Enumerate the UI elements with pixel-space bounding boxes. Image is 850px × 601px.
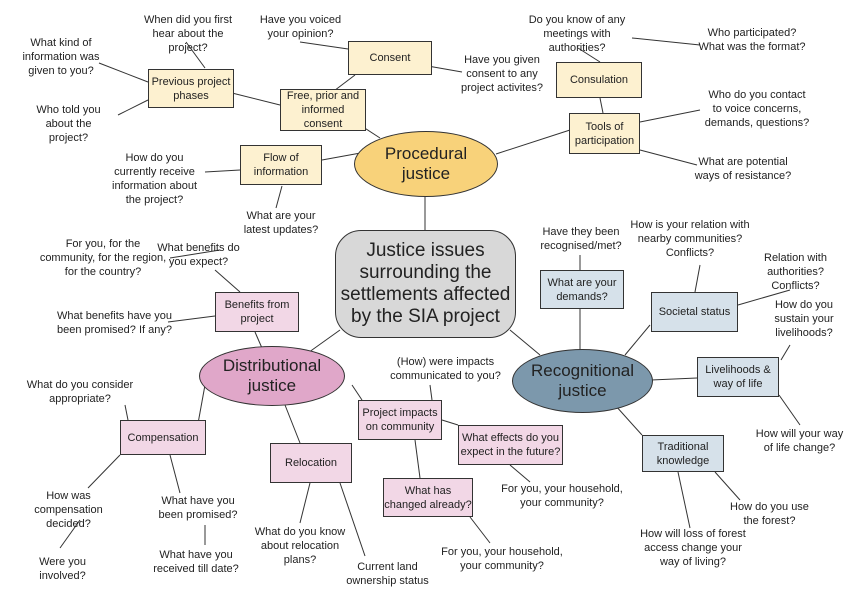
fpic-box: Free, prior and informed consent <box>280 89 366 131</box>
consent-label: Consent <box>369 52 411 64</box>
question-impacts-communicated: (How) were impacts communicated to you? <box>390 356 501 382</box>
consultation-box: Consulation <box>556 62 642 98</box>
livelihoods-label: Livelihoods & way of life <box>705 364 771 390</box>
traditional-knowledge-box: Traditional knowledge <box>642 435 724 472</box>
effects-future-label: What effects do you expect in the future… <box>460 432 561 458</box>
question-who-participated: Who participated? What was the format? <box>698 27 806 53</box>
question-were-you-involved: Were you involved? <box>39 556 86 582</box>
project-impacts-label: Project impacts on community <box>362 407 438 433</box>
question-recognised: Have they been recognised/met? <box>540 226 622 252</box>
question-information-given: What kind of information was given to yo… <box>22 37 100 77</box>
question-resistance: What are potential ways of resistance? <box>694 156 792 182</box>
compensation-label: Compensation <box>127 431 199 444</box>
question-relation-authorities: Relation with authorities? Conflicts? <box>764 252 827 292</box>
question-sustain-livelihoods: How do you sustain your livelihoods? <box>774 299 834 339</box>
question-have-been-promised: What have you been promised? <box>158 495 238 521</box>
societal-status-box: Societal status <box>651 292 738 332</box>
question-household-1: For you, your household, your community? <box>501 483 623 509</box>
distributional-justice-label: Distributional justice <box>222 356 322 395</box>
flow-of-information-box: Flow of information <box>240 145 322 185</box>
question-life-change: How will your way of life change? <box>755 428 844 454</box>
question-for-you-region: For you, for the community, for the regi… <box>39 238 167 278</box>
distributional-justice-node: Distributional justice <box>199 346 345 406</box>
recognitional-justice-label: Recognitional justice <box>531 361 635 400</box>
benefits-from-project-label: Benefits from project <box>224 299 290 325</box>
question-forest-access: How will loss of forest access change yo… <box>640 528 746 568</box>
question-first-hear: When did you first hear about the projec… <box>143 14 233 54</box>
question-meetings: Do you know of any meetings with authori… <box>528 14 626 54</box>
what-demands-box: What are your demands? <box>540 270 624 309</box>
what-changed-box: What has changed already? <box>383 478 473 517</box>
question-receive-information: How do you currently receive information… <box>112 152 197 206</box>
recognitional-justice-node: Recognitional justice <box>512 349 653 413</box>
traditional-knowledge-label: Traditional knowledge <box>656 440 710 467</box>
question-who-told: Who told you about the project? <box>36 104 101 144</box>
what-demands-label: What are your demands? <box>547 276 617 303</box>
societal-status-label: Societal status <box>658 306 731 318</box>
fpic-label: Free, prior and informed consent <box>286 90 360 130</box>
center-topic: Justice issues surrounding the settlemen… <box>335 230 516 338</box>
question-benefits-promised: What benefits have you been promised? If… <box>57 310 172 336</box>
consultation-label: Consulation <box>569 74 629 86</box>
relocation-box: Relocation <box>270 443 352 483</box>
previous-phases-label: Previous project phases <box>151 75 231 102</box>
question-benefits-expect: What benefits do you expect? <box>157 242 240 268</box>
previous-phases-box: Previous project phases <box>148 69 234 108</box>
center-topic-label: Justice issues surrounding the settlemen… <box>340 240 511 327</box>
question-use-forest: How do you use the forest? <box>730 501 809 527</box>
benefits-from-project-box: Benefits from project <box>215 292 299 332</box>
relocation-label: Relocation <box>285 457 337 469</box>
procedural-justice-node: Procedural justice <box>354 131 498 197</box>
flow-of-information-label: Flow of information <box>253 152 309 178</box>
what-changed-label: What has changed already? <box>384 484 472 511</box>
question-relocation-plans: What do you know about relocation plans? <box>254 526 346 566</box>
project-impacts-box: Project impacts on community <box>358 400 442 440</box>
question-household-2: For you, your household, your community? <box>441 546 563 572</box>
question-latest-updates: What are your latest updates? <box>243 210 319 236</box>
effects-future-box: What effects do you expect in the future… <box>458 425 563 465</box>
livelihoods-box: Livelihoods & way of life <box>697 357 779 397</box>
question-compensation-decided: How was compensation decided? <box>34 490 103 530</box>
compensation-box: Compensation <box>120 420 206 455</box>
question-given-consent: Have you given consent to any project ac… <box>461 54 543 94</box>
procedural-justice-label: Procedural justice <box>384 144 468 183</box>
tools-of-participation-label: Tools of participation <box>574 120 635 147</box>
question-who-contact: Who do you contact to voice concerns, de… <box>704 89 810 129</box>
question-relation-communities: How is your relation with nearby communi… <box>630 219 750 259</box>
question-voiced-opinion: Have you voiced your opinion? <box>259 14 342 40</box>
tools-of-participation-box: Tools of participation <box>569 113 640 154</box>
consent-box: Consent <box>348 41 432 75</box>
question-consider-appropriate: What do you consider appropriate? <box>26 379 134 405</box>
question-received-till-date: What have you received till date? <box>153 549 239 575</box>
question-land-ownership: Current land ownership status <box>346 561 429 587</box>
